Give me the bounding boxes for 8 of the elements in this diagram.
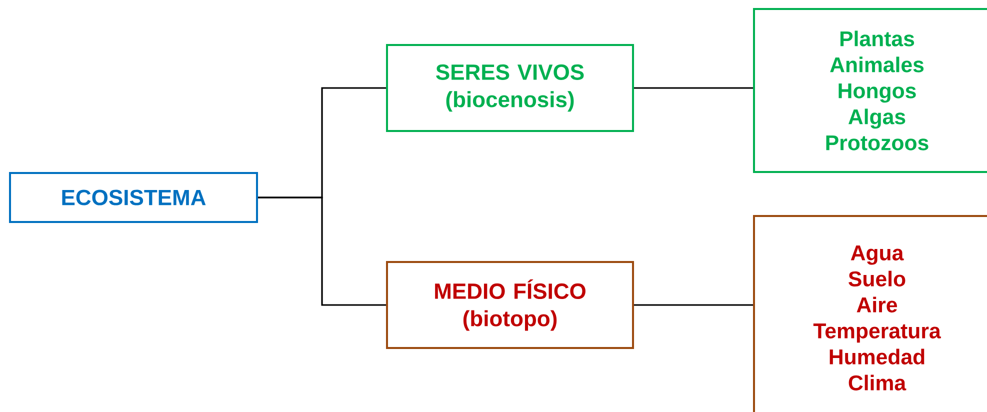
connector-line <box>634 87 753 89</box>
category-box: MEDIO FÍSICO (biotopo) <box>386 261 634 349</box>
connector-line <box>258 196 386 306</box>
connector-line <box>634 304 753 306</box>
root-box: ECOSISTEMA <box>9 172 258 223</box>
list-box: Agua Suelo Aire Temperatura Humedad Clima <box>753 215 987 412</box>
list-box: Plantas Animales Hongos Algas Protozoos <box>753 8 987 173</box>
category-box: SERES VIVOS (biocenosis) <box>386 44 634 132</box>
